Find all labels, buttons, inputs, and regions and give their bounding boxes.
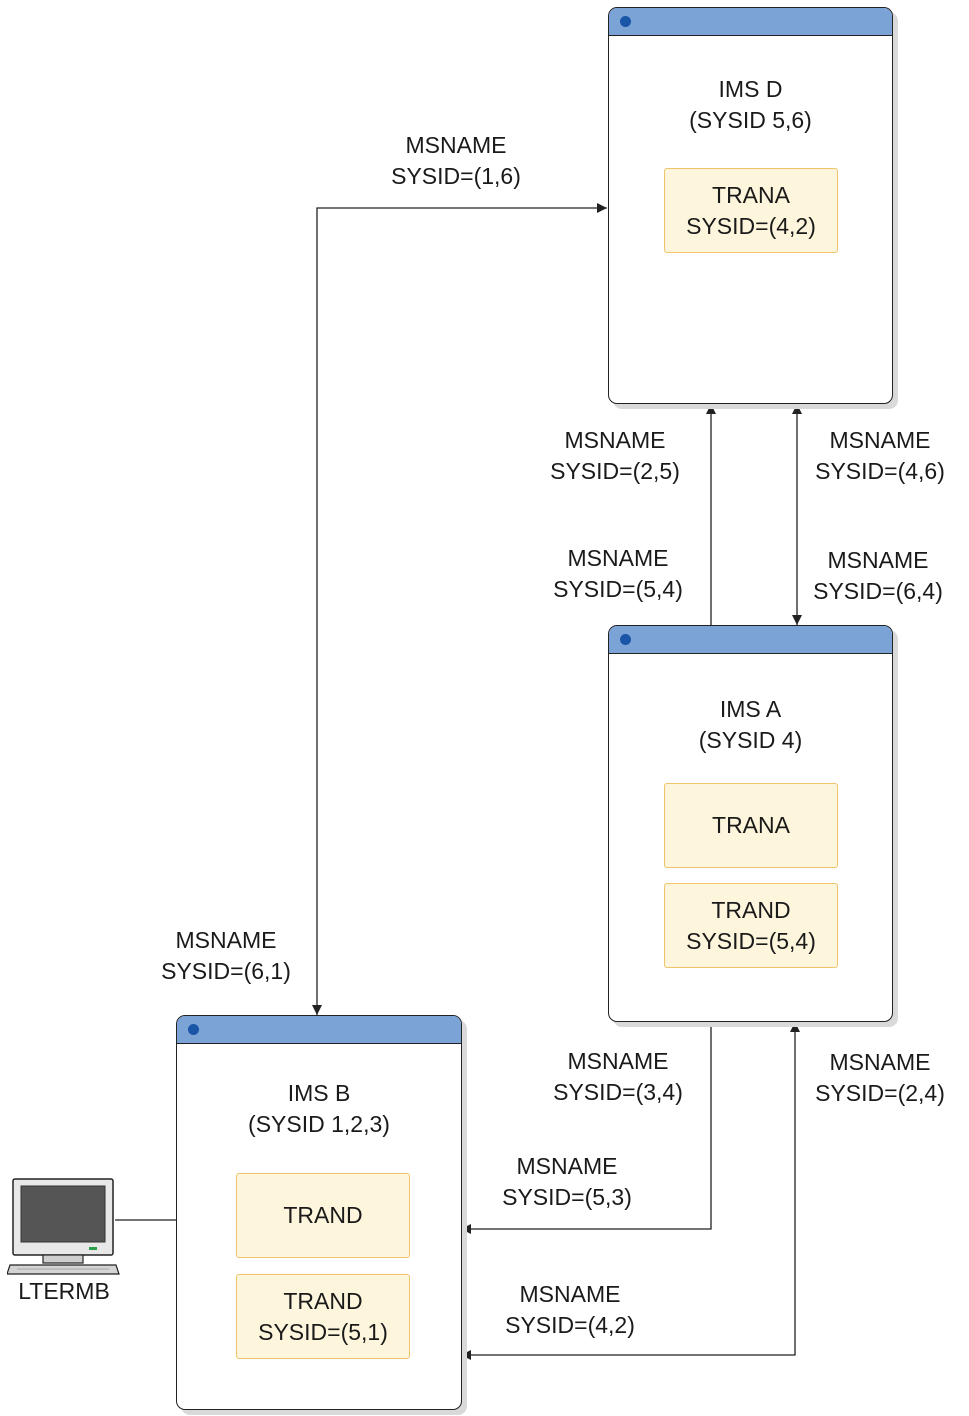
terminal-ltermb: LTERMB bbox=[6, 1178, 121, 1304]
sysid-text: SYSID=(5,3) bbox=[502, 1184, 632, 1210]
transaction-sysid: SYSID=(5,1) bbox=[258, 1318, 388, 1345]
ims-b-transaction-trand: TRAND bbox=[236, 1173, 410, 1258]
link-label-b-to-a-lower: MSNAME SYSID=(2,4) bbox=[790, 1047, 969, 1109]
computer-terminal-icon bbox=[6, 1178, 120, 1275]
ims-d-system: IMS D (SYSID 5,6) TRANA SYSID=(4,2) bbox=[608, 7, 893, 404]
ims-a-name: IMS A bbox=[719, 696, 782, 722]
window-dot-icon bbox=[188, 1024, 199, 1035]
ims-b-system: IMS B (SYSID 1,2,3) TRAND TRAND SYSID=(5… bbox=[176, 1015, 462, 1410]
window-dot-icon bbox=[620, 634, 631, 645]
msname-text: MSNAME bbox=[829, 1049, 931, 1075]
ims-b-sysids: (SYSID 1,2,3) bbox=[248, 1111, 390, 1137]
transaction-name: TRAND bbox=[283, 1202, 363, 1228]
ims-b-name: IMS B bbox=[287, 1080, 351, 1106]
link-label-a-to-d-right: MSNAME SYSID=(4,6) bbox=[790, 425, 969, 487]
transaction-name: TRAND bbox=[711, 896, 791, 923]
ims-b-transaction-trand-sysid: TRAND SYSID=(5,1) bbox=[236, 1274, 410, 1359]
link-a-b-lower bbox=[461, 1022, 800, 1360]
link-label-a-to-b-upper: MSNAME SYSID=(5,3) bbox=[467, 1151, 667, 1213]
msname-text: MSNAME bbox=[564, 427, 666, 453]
ims-d-titlebar bbox=[609, 8, 892, 36]
ims-a-transaction-trana: TRANA bbox=[664, 783, 838, 868]
sysid-text: SYSID=(1,6) bbox=[391, 163, 521, 189]
msname-text: MSNAME bbox=[175, 927, 277, 953]
ims-a-titlebar bbox=[609, 626, 892, 654]
ims-d-sysids: (SYSID 5,6) bbox=[689, 107, 812, 133]
sysid-text: SYSID=(4,6) bbox=[815, 458, 945, 484]
link-label-d-to-a-right: MSNAME SYSID=(6,4) bbox=[788, 545, 968, 607]
ims-a-system: IMS A (SYSID 4) TRANA TRAND SYSID=(5,4) bbox=[608, 625, 893, 1022]
transaction-name: TRAND bbox=[283, 1287, 363, 1314]
msname-text: MSNAME bbox=[567, 1048, 669, 1074]
link-label-b-to-a-upper: MSNAME SYSID=(3,4) bbox=[518, 1046, 718, 1108]
transaction-name: TRANA bbox=[712, 181, 790, 208]
msname-text: MSNAME bbox=[827, 547, 929, 573]
window-dot-icon bbox=[620, 16, 631, 27]
transaction-sysid: SYSID=(4,2) bbox=[686, 212, 816, 239]
ims-d-transaction-trana: TRANA SYSID=(4,2) bbox=[664, 168, 838, 253]
link-label-b-to-d: MSNAME SYSID=(1,6) bbox=[356, 130, 556, 192]
ims-b-titlebar bbox=[177, 1016, 461, 1044]
sysid-text: SYSID=(6,4) bbox=[813, 578, 943, 604]
link-label-d-to-b: MSNAME SYSID=(6,1) bbox=[126, 925, 326, 987]
msname-text: MSNAME bbox=[405, 132, 507, 158]
sysid-text: SYSID=(6,1) bbox=[161, 958, 291, 984]
terminal-label: LTERMB bbox=[18, 1278, 110, 1304]
msname-text: MSNAME bbox=[829, 427, 931, 453]
link-label-d-to-a-left: MSNAME SYSID=(5,4) bbox=[518, 543, 718, 605]
sysid-text: SYSID=(4,2) bbox=[505, 1312, 635, 1338]
msname-text: MSNAME bbox=[567, 545, 669, 571]
link-label-a-to-b-lower: MSNAME SYSID=(4,2) bbox=[470, 1279, 670, 1341]
transaction-name: TRANA bbox=[712, 812, 790, 838]
ims-a-transaction-trand: TRAND SYSID=(5,4) bbox=[664, 883, 838, 968]
ims-d-name: IMS D bbox=[718, 76, 783, 102]
transaction-sysid: SYSID=(5,4) bbox=[686, 927, 816, 954]
sysid-text: SYSID=(3,4) bbox=[553, 1079, 683, 1105]
ims-a-sysids: (SYSID 4) bbox=[698, 727, 803, 753]
sysid-text: SYSID=(2,5) bbox=[550, 458, 680, 484]
sysid-text: SYSID=(2,4) bbox=[815, 1080, 945, 1106]
msname-text: MSNAME bbox=[516, 1153, 618, 1179]
link-label-a-to-d-left: MSNAME SYSID=(2,5) bbox=[515, 425, 715, 487]
link-b-d bbox=[312, 203, 607, 1015]
msname-text: MSNAME bbox=[519, 1281, 621, 1307]
sysid-text: SYSID=(5,4) bbox=[553, 576, 683, 602]
